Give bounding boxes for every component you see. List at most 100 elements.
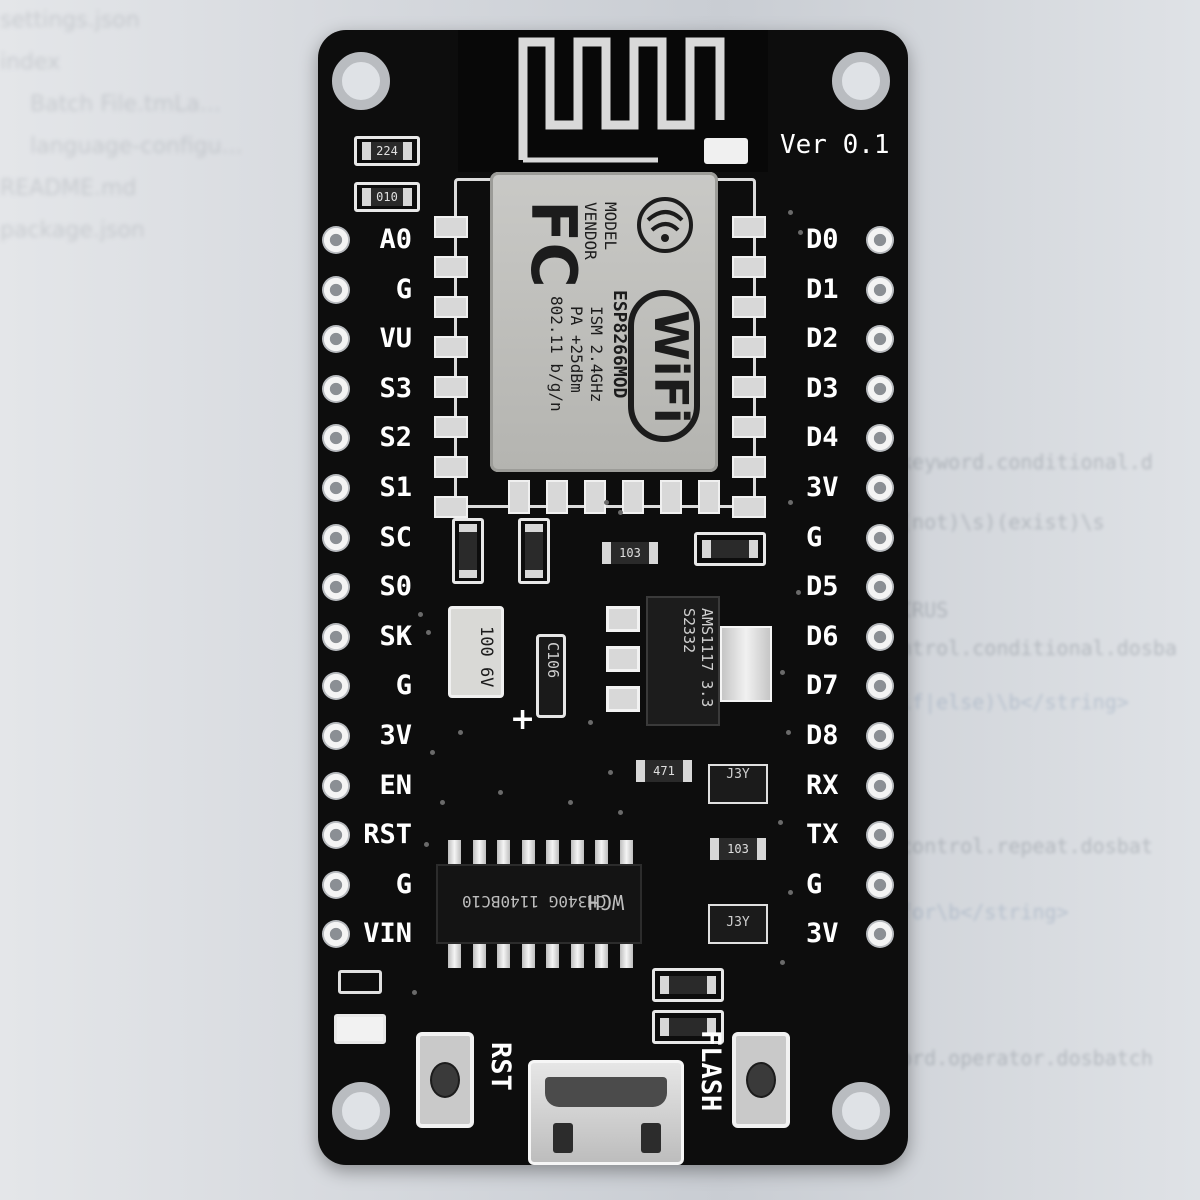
- pin-label-right: TX: [806, 819, 839, 851]
- pcb-via: [430, 750, 435, 755]
- pcb-via: [788, 210, 793, 215]
- background-file-item: Batch File.tmLa...: [30, 92, 221, 117]
- chip-pin-bottom: [570, 942, 584, 968]
- mount-hole-top-right: [832, 52, 890, 110]
- pin-label-left: S2: [379, 422, 412, 454]
- usb-serial-chip-label: CH340G 1140BC10: [462, 892, 607, 911]
- capacitor-c106: [536, 634, 566, 718]
- pcb-via: [788, 890, 793, 895]
- pcb-via: [412, 990, 417, 995]
- chip-pin-top: [619, 840, 633, 866]
- module-pad-bottom: [546, 480, 568, 514]
- pin-hole-right: [866, 374, 894, 403]
- module-pad-bottom: [698, 480, 720, 514]
- capacitor-c106-label: C106: [544, 642, 562, 679]
- flash-button[interactable]: [732, 1032, 790, 1128]
- resistor-vertical-1-body: [459, 524, 477, 578]
- pin-label-left: G: [395, 273, 412, 305]
- resistor-flash-2-frame: [652, 1010, 724, 1044]
- pcb-via: [604, 500, 609, 505]
- background-code-line: keyword.conditional.d: [900, 450, 1153, 474]
- pin-hole-left: [322, 771, 350, 800]
- module-pad-right: [732, 376, 766, 398]
- led-power: [702, 540, 758, 558]
- capacitor-tantalum-label: 100 6V: [476, 626, 496, 688]
- module-text-ism: ISM 2.4GHz: [587, 306, 606, 403]
- transistor-j3y-top-label: J3Y: [726, 767, 750, 782]
- pin-label-left: SK: [379, 620, 412, 652]
- pin-label-left: A0: [379, 224, 412, 255]
- module-pad-left: [434, 256, 468, 278]
- pin-label-left: SC: [379, 521, 412, 553]
- pcb-via: [498, 790, 503, 795]
- chip-pin-bottom: [619, 942, 633, 968]
- pin-label-right: D6: [806, 620, 839, 652]
- pin-hole-left: [322, 424, 350, 453]
- resistor-flash-1-frame: [652, 968, 724, 1002]
- flash-label: FLASH: [695, 1030, 726, 1112]
- pin-label-right: D0: [806, 224, 839, 255]
- pin-hole-right: [866, 771, 894, 800]
- resistor-224: 224: [362, 142, 412, 160]
- resistor-010-frame: [354, 182, 420, 212]
- polarity-plus-mark: +: [510, 702, 536, 737]
- pcb-via: [440, 800, 445, 805]
- pin-label-left: 3V: [379, 720, 412, 751]
- capacitor-tantalum: [448, 606, 504, 698]
- module-pad-bottom: [508, 480, 530, 514]
- pin-label-left: G: [395, 670, 412, 702]
- micro-usb-port[interactable]: [528, 1060, 684, 1165]
- chip-pin-bottom: [595, 942, 608, 968]
- pin-label-right: D2: [806, 323, 839, 355]
- pin-label-right: 3V: [806, 472, 839, 503]
- module-text-model: MODEL: [601, 202, 620, 251]
- resistor-vertical-2-body: [525, 524, 543, 578]
- mount-hole-bottom-right: [832, 1082, 890, 1140]
- module-text-standard: 802.11 b/g/n: [547, 296, 566, 412]
- pin-label-left: S1: [379, 472, 412, 503]
- pcb-via: [798, 230, 803, 235]
- regulator-pad-3: [606, 686, 640, 712]
- micro-usb-opening: [545, 1077, 667, 1107]
- pin-label-right: D1: [806, 273, 839, 305]
- pcb-via: [618, 810, 623, 815]
- module-text-pa: PA +25dBm: [567, 306, 586, 393]
- micro-usb-leg-left: [553, 1123, 573, 1153]
- pin-label-right: D3: [806, 372, 839, 404]
- pcb-via: [418, 612, 423, 617]
- pcb-via: [796, 590, 801, 595]
- pcb-via: [618, 510, 623, 515]
- pin-label-right: D5: [806, 571, 839, 603]
- background-file-item: package.json: [0, 218, 145, 243]
- pin-hole-right: [866, 821, 894, 850]
- pcb-via: [608, 770, 613, 775]
- module-text-model-number: ESP8266MOD: [609, 290, 630, 399]
- module-pad-left: [434, 296, 468, 318]
- pcb-via: [780, 960, 785, 965]
- chip-pin-bottom: [546, 942, 559, 968]
- transistor-j3y-top: J3Y: [708, 764, 768, 804]
- pcb-via: [424, 842, 429, 847]
- chip-pin-bottom: [521, 942, 535, 968]
- pin-label-right: D8: [806, 720, 839, 751]
- pin-label-left: RST: [363, 819, 412, 851]
- pin-hole-left: [322, 275, 350, 304]
- pin-label-right: D4: [806, 422, 839, 454]
- led-bottom-frame: [338, 970, 382, 994]
- pin-hole-right: [866, 920, 894, 949]
- module-pad-right: [732, 336, 766, 358]
- pin-label-right: 3V: [806, 918, 839, 950]
- pin-label-left: VU: [379, 323, 412, 355]
- chip-pin-top: [472, 840, 486, 866]
- pcb-via: [458, 730, 463, 735]
- regulator-tab: [720, 626, 772, 702]
- regulator-pad-1: [606, 606, 640, 632]
- pin-label-right: D7: [806, 670, 839, 702]
- mount-hole-bottom-left: [332, 1082, 390, 1140]
- rst-button[interactable]: [416, 1032, 474, 1128]
- background-file-item: settings.json: [0, 8, 140, 33]
- transistor-j3y-bottom: J3Y: [708, 904, 768, 944]
- pin-hole-right: [866, 424, 894, 453]
- pin-label-left: VIN: [363, 918, 412, 950]
